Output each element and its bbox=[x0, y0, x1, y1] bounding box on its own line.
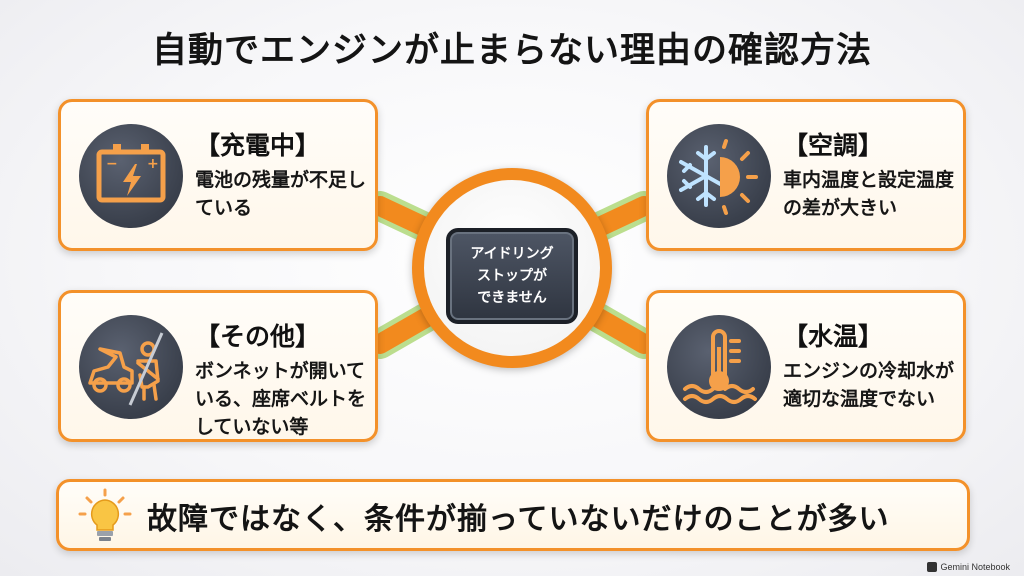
card-heading-water: 【水温】 bbox=[783, 322, 884, 351]
card-heading-other: 【その他】 bbox=[195, 322, 321, 351]
card-heading-charging: 【充電中】 bbox=[195, 131, 321, 160]
card-water: 【水温】 エンジンの冷却水が適切な温度でない bbox=[646, 290, 966, 442]
coolant-temperature-icon bbox=[667, 315, 771, 419]
center-display: アイドリング ストップが できません bbox=[446, 228, 578, 324]
card-body-aircon: 車内温度と設定温度の差が大きい bbox=[783, 169, 955, 219]
lightbulb-icon bbox=[78, 488, 132, 541]
card-body-other: ボンネットが開いている、座席ベルトをしていない等 bbox=[195, 360, 367, 438]
center-label: アイドリング ストップが できません bbox=[470, 246, 554, 306]
card-aircon: 【空調】 車内温度と設定温度の差が大きい bbox=[646, 99, 966, 251]
banner-text: 故障ではなく、条件が揃っていないだけのことが多い bbox=[147, 502, 890, 537]
snow-sun-icon bbox=[667, 124, 771, 228]
footer-credit: Gemini Notebook bbox=[927, 562, 1010, 572]
card-other: 【その他】 ボンネットが開いている、座席ベルトをしていない等 bbox=[58, 290, 378, 442]
svg-text:−: − bbox=[106, 156, 118, 172]
card-heading-aircon: 【空調】 bbox=[783, 131, 884, 160]
bottom-banner: 故障ではなく、条件が揃っていないだけのことが多い bbox=[56, 479, 970, 551]
card-body-charging: 電池の残量が不足している bbox=[195, 169, 367, 219]
card-charging: − + 【充電中】 電池の残量が不足している bbox=[58, 99, 378, 251]
footer-text: Gemini Notebook bbox=[940, 562, 1010, 572]
hood-seatbelt-icon bbox=[79, 315, 183, 419]
card-body-water: エンジンの冷却水が適切な温度でない bbox=[783, 360, 955, 410]
notebook-logo-icon bbox=[927, 562, 938, 572]
battery-icon: − + bbox=[79, 124, 183, 228]
svg-text:+: + bbox=[147, 156, 159, 172]
page-title: 自動でエンジンが止まらない理由の確認方法 bbox=[151, 31, 872, 71]
